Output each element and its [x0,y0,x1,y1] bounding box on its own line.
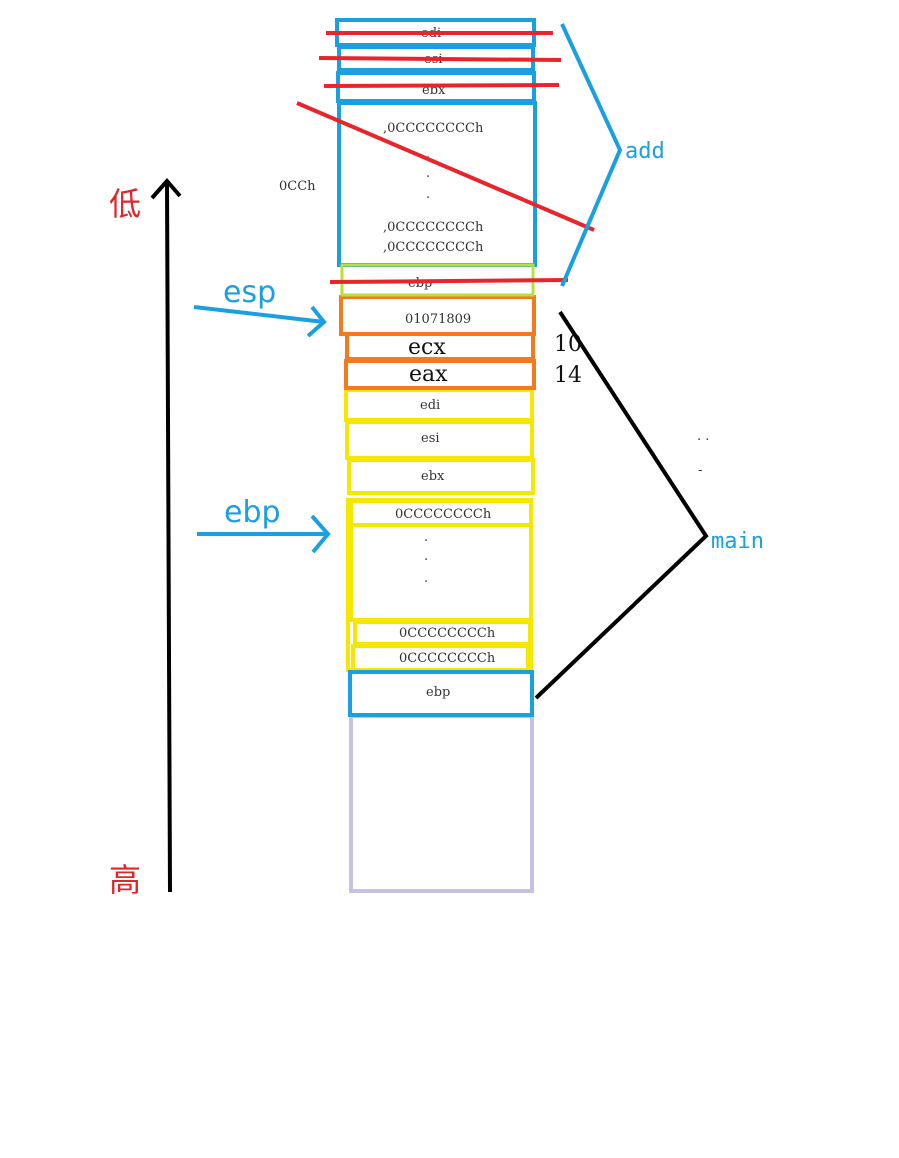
main-ellipsis-3: . [424,571,428,586]
return-address-text: 01071809 [405,312,471,327]
main-ebp-text: ebp [426,685,450,700]
add-ellipsis-2: . [426,166,430,181]
main-fill-top-text: 0CCCCCCCCh [395,507,492,522]
add-ebp-text: ebp [408,276,432,291]
add-ellipsis-1: . [426,147,430,162]
address-axis-arrowhead [150,177,182,200]
esp-arrow-head [306,305,327,338]
main-bracket [534,310,709,700]
add-frame-label: add [625,139,665,164]
add-bracket [560,23,623,287]
stray-dots: . . [697,429,709,444]
main-esi-text: esi [421,431,440,446]
main-ebx-text: ebx [421,469,445,484]
strike-ebp [329,278,569,284]
esp-arrow-shaft [193,305,325,324]
main-ellipsis-2: . [424,549,428,564]
main-ebp-cell [348,670,534,717]
add-side-note: 0CCh [279,179,316,194]
stray-dash: - [698,463,702,478]
add-fill-mid1-text: ,0CCCCCCCCh [383,220,484,235]
esp-pointer-label: esp [223,275,276,310]
add-ellipsis-3: . [426,187,430,202]
strike-esi [318,56,562,62]
main-edi-text: edi [420,398,440,413]
eax-text: eax [409,362,448,387]
ebp-arrow-head [310,514,331,554]
main-ebx-cell [347,458,535,495]
add-fill-mid2-text: ,0CCCCCCCCh [383,240,484,255]
high-address-label: 高 [109,861,141,899]
address-axis-line [165,182,172,893]
eax-value-text: 14 [554,363,582,388]
main-fill-block [349,523,533,622]
ecx-text: ecx [408,335,446,360]
main-fill-b-text: 0CCCCCCCCh [399,651,496,666]
eax-cell [344,359,536,390]
strike-fill-block [296,101,595,232]
strike-ebx [323,83,560,88]
main-fill-a-text: 0CCCCCCCCh [399,626,496,641]
ebp-pointer-label: ebp [224,495,281,530]
main-ellipsis-1: . [424,530,428,545]
low-address-label: 低 [109,185,141,223]
add-fill-top-text: ,0CCCCCCCCh [383,121,484,136]
unused-stack-area [349,714,534,893]
main-frame-label: main [711,529,764,554]
